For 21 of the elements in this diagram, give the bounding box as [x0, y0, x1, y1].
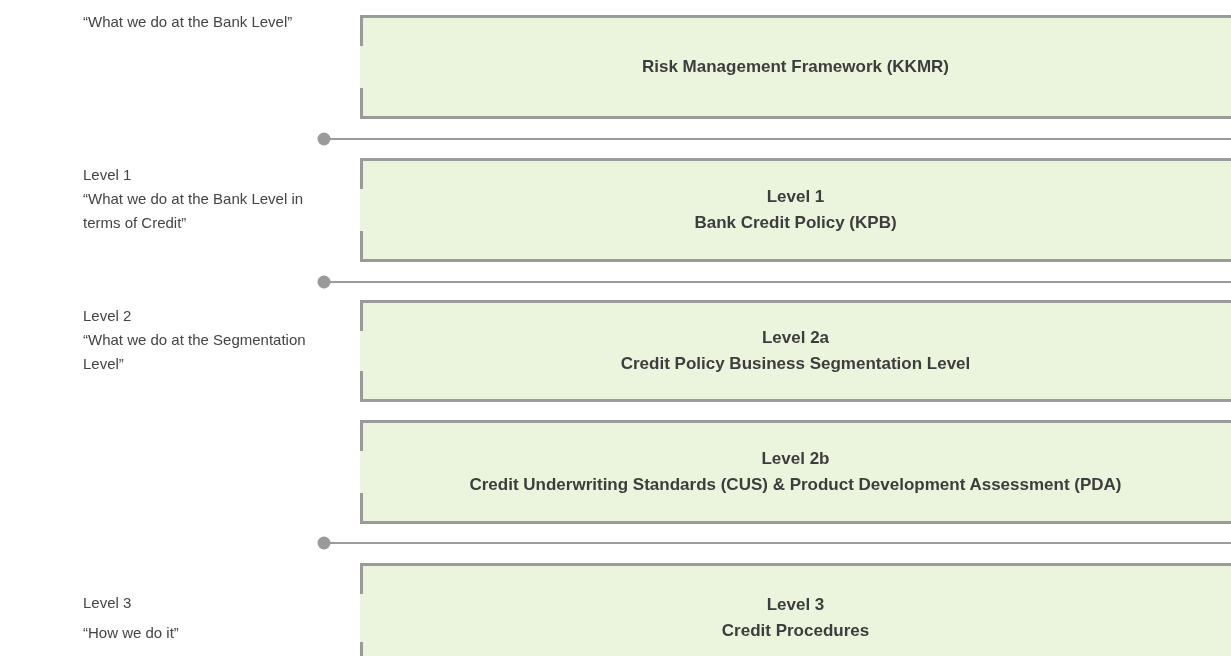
level-label: Level 3: [83, 593, 133, 613]
level-box: [360, 15, 1231, 119]
box-title: Credit Underwriting Standards (CUS) & Product Development Assessment (PDA): [469, 474, 1122, 496]
level-heading: Level 3: [766, 594, 825, 616]
level-label: Level 1: [83, 165, 133, 185]
level-heading: Level 2b: [761, 448, 830, 470]
level-box: [360, 300, 1231, 402]
level-description: “What we do at the Segmentation Level”: [83, 330, 307, 374]
level-description: “What we do at the Bank Level”: [83, 12, 294, 32]
level-description: “What we do at the Bank Level in terms of Credit”: [83, 189, 305, 233]
level-heading: Level 1: [766, 186, 825, 208]
box-title: Risk Management Framework (KKMR): [642, 56, 949, 78]
box-title: Bank Credit Policy (KPB): [694, 212, 897, 234]
box-title: Credit Procedures: [721, 620, 870, 642]
level-box: [360, 420, 1231, 524]
level-label: Level 2: [83, 306, 133, 326]
level-description: “How we do it”: [83, 623, 180, 643]
box-title: Credit Policy Business Segmentation Level: [620, 353, 971, 375]
level-box: [360, 563, 1231, 656]
level-box: [360, 158, 1231, 262]
level-heading: Level 2a: [761, 327, 830, 349]
